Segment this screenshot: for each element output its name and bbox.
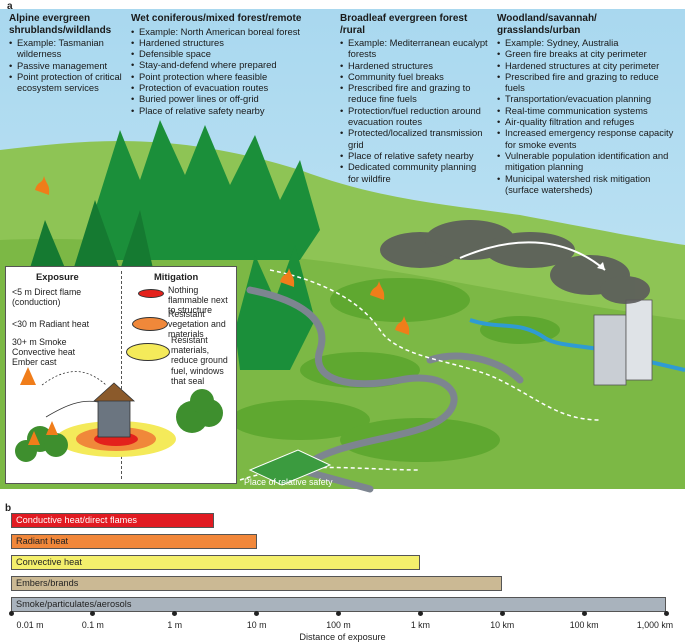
panel-a-label: a (7, 1, 13, 12)
inset-house-scene (15, 367, 223, 462)
axis-tick (581, 611, 587, 616)
list-item: Example: North American boreal forest (131, 26, 336, 38)
list-item: Example: Mediterranean eucalypt forests (340, 37, 488, 60)
list-item: Vulnerable population identification and… (497, 150, 680, 173)
list-item: Buried power lines or off-grid (131, 93, 336, 105)
axis-tick (254, 611, 260, 616)
column-list: Example: Sydney, Australia Green fire br… (497, 37, 680, 195)
list-item: Municipal watershed risk mitigation (sur… (497, 173, 680, 196)
sports-field (248, 449, 332, 486)
axis-tick (8, 611, 14, 616)
list-item: Point protection of critical ecosystem s… (9, 71, 125, 94)
axis-tick (90, 611, 96, 616)
list-item: Transportation/evacuation planning (497, 93, 680, 105)
convective-swatch (126, 343, 170, 361)
list-item: Dedicated community planning for wildfir… (340, 161, 488, 184)
exposure-bar: Conductive heat/direct flames (11, 513, 214, 528)
list-item: Green fire breaks at city perimeter (497, 48, 680, 60)
axis-tick (336, 611, 341, 616)
list-item: Increased emergency response capacity fo… (497, 127, 680, 150)
panel-b-label: b (5, 503, 12, 514)
exposure-radiant-heat: <30 m Radiant heat (12, 319, 90, 329)
axis-tick (499, 611, 505, 616)
exposure-bar: Convective heat (11, 555, 421, 570)
axis-tick (663, 611, 669, 616)
radiant-heat-swatch (132, 317, 168, 331)
column-list: Example: Mediterranean eucalypt forests … (340, 37, 488, 184)
axis-tick (172, 611, 178, 616)
list-item: Hardened structures (340, 60, 488, 72)
exposure-mitigation-inset: Exposure Mitigation <5 m Direct flame (c… (5, 266, 237, 484)
list-item: Defensible space (131, 48, 336, 60)
list-item: Place of relative safety nearby (340, 150, 488, 162)
x-axis-title: Distance of exposure (299, 632, 386, 642)
mitigation-direct-flame: Nothing flammable next to structure (168, 285, 228, 316)
list-item: Point protection where feasible (131, 71, 336, 83)
list-item: Example: Tasmanian wilderness (9, 37, 125, 60)
column-alpine: Alpine evergreen shrublands/wildlands Ex… (9, 13, 125, 93)
exposure-bar: Embers/brands (11, 576, 503, 591)
column-broadleaf: Broadleaf evergreen forest /rural Exampl… (340, 13, 488, 184)
ember-fires (20, 367, 58, 445)
list-item: Air-quality filtration and refuges (497, 116, 680, 128)
house (97, 398, 131, 438)
list-item: Community fuel breaks (340, 71, 488, 83)
column-woodland-urban: Woodland/savannah/ grasslands/urban Exam… (497, 13, 680, 195)
column-list: Example: Tasmanian wilderness Passive ma… (9, 37, 125, 93)
tick-label: 1 m (167, 620, 183, 630)
smoke-direction-arrow (459, 241, 606, 271)
list-item: Stay-and-defend where prepared (131, 59, 336, 71)
exposure-bar: Radiant heat (11, 534, 257, 549)
exposure-direct-flame: <5 m Direct flame (conduction) (12, 287, 82, 308)
exposure-header: Exposure (36, 271, 79, 282)
mitigation-header: Mitigation (154, 271, 199, 282)
list-item: Hardened structures at city perimeter (497, 60, 680, 72)
list-item: Place of relative safety nearby (131, 105, 336, 117)
column-heading: Broadleaf evergreen forest /rural (340, 13, 468, 36)
tick-label: 0.01 m (16, 620, 44, 630)
column-list: Example: North American boreal forest Ha… (131, 26, 336, 117)
list-item: Passive management (9, 60, 125, 72)
list-item: Real-time communication systems (497, 105, 680, 117)
column-wet-coniferous: Wet coniferous/mixed forest/remote Examp… (131, 13, 336, 116)
column-heading: Alpine evergreen shrublands/wildlands (9, 13, 112, 36)
column-heading: Wet coniferous/mixed forest/remote (131, 13, 302, 24)
list-item: Prescribed fire and grazing to reduce fi… (340, 82, 488, 105)
exposure-bar: Smoke/particulates/aerosols (11, 597, 666, 612)
tick-label: 0.1 m (81, 620, 104, 630)
ember-arrow (41, 371, 107, 386)
mitigation-convective: Resistant materials, reduce ground fuel,… (171, 335, 228, 386)
tick-label: 10 km (490, 620, 515, 630)
axis-tick (417, 611, 423, 616)
list-item: Protected/localized transmission grid (340, 127, 488, 150)
tick-label: 100 km (569, 620, 599, 630)
tick-label: 100 m (326, 620, 351, 630)
list-item: Prescribed fire and grazing to reduce fu… (497, 71, 680, 94)
mitigation-radiant-heat: Resistant vegetation and materials (168, 309, 226, 340)
tick-label: 10 m (246, 620, 267, 630)
ember-arrow-2 (45, 400, 99, 418)
smoke-plume (380, 220, 650, 304)
list-item: Protection of evacuation routes (131, 82, 336, 94)
direct-flame-swatch (138, 289, 164, 298)
place-of-relative-safety-label: Place of relative safety (244, 477, 333, 487)
exposure-smoke-convective: 30+ m Smoke Convective heat Ember cast (12, 337, 76, 368)
inset-divider (121, 271, 122, 479)
trees (15, 389, 223, 462)
tick-label: 1 km (410, 620, 430, 630)
list-item: Example: Sydney, Australia (497, 37, 680, 49)
fire-icons (35, 176, 410, 335)
tick-label: 1,000 km (636, 620, 674, 630)
column-heading: Woodland/savannah/ grasslands/urban (497, 13, 597, 36)
list-item: Hardened structures (131, 37, 336, 49)
city-buildings (593, 299, 653, 386)
list-item: Protection/fuel reduction around evacuat… (340, 105, 488, 128)
